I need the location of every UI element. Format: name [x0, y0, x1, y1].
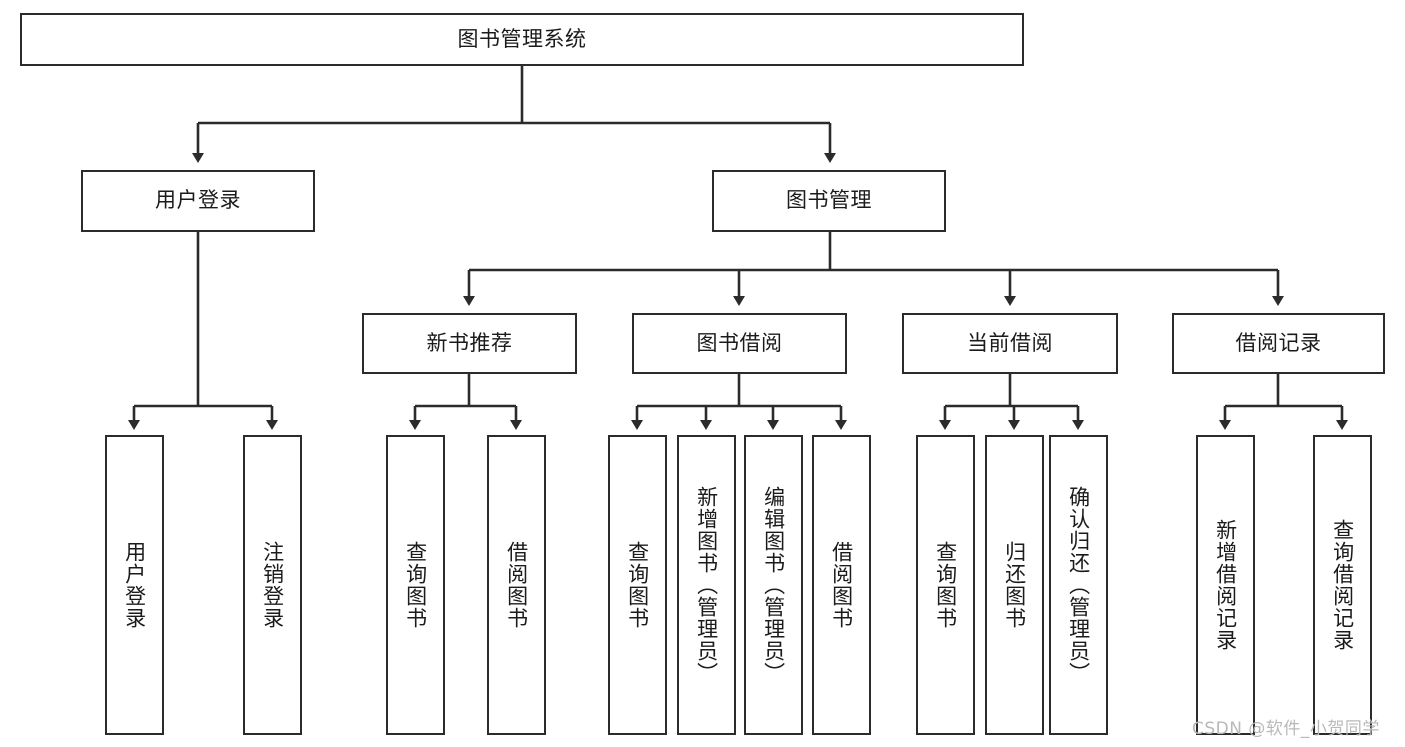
node-root[interactable]: 图书管理系统	[20, 13, 1024, 66]
leaf-confirm-return-admin-label: 确认归还（管理员）	[1066, 486, 1091, 684]
node-book-borrow[interactable]: 图书借阅	[632, 313, 847, 374]
leaf-add-book-admin-label: 新增图书（管理员）	[694, 486, 719, 684]
node-user-login[interactable]: 用户登录	[81, 170, 315, 232]
leaf-borrow-book-borrow[interactable]: 借阅图书	[812, 435, 871, 735]
leaf-logout-label: 注销登录	[260, 541, 285, 629]
leaf-logout[interactable]: 注销登录	[243, 435, 302, 735]
leaf-query-book-recommend-label: 查询图书	[403, 541, 428, 629]
leaf-query-book-borrow-label: 查询图书	[625, 541, 650, 629]
leaf-query-book-current-label: 查询图书	[933, 541, 958, 629]
leaf-query-book-borrow[interactable]: 查询图书	[608, 435, 667, 735]
node-book-management-label: 图书管理	[786, 188, 872, 213]
leaf-query-book-recommend[interactable]: 查询图书	[386, 435, 445, 735]
leaf-add-borrow-record-label: 新增借阅记录	[1213, 519, 1238, 651]
leaf-query-borrow-record-label: 查询借阅记录	[1330, 519, 1355, 651]
node-book-management[interactable]: 图书管理	[712, 170, 946, 232]
node-book-borrow-label: 图书借阅	[696, 330, 783, 355]
leaf-edit-book-admin-label: 编辑图书（管理员）	[761, 486, 786, 684]
leaf-query-book-current[interactable]: 查询图书	[916, 435, 975, 735]
leaf-return-book[interactable]: 归还图书	[985, 435, 1044, 735]
leaf-borrow-book-borrow-label: 借阅图书	[829, 541, 854, 629]
leaf-query-borrow-record[interactable]: 查询借阅记录	[1313, 435, 1372, 735]
node-user-login-label: 用户登录	[155, 188, 241, 213]
node-new-book-recommend-label: 新书推荐	[426, 330, 513, 355]
csdn-watermark: CSDN @软件_小贺同学	[1192, 719, 1380, 739]
leaf-user-login[interactable]: 用户登录	[105, 435, 164, 735]
leaf-add-borrow-record[interactable]: 新增借阅记录	[1196, 435, 1255, 735]
node-new-book-recommend[interactable]: 新书推荐	[362, 313, 577, 374]
node-borrow-record[interactable]: 借阅记录	[1172, 313, 1385, 374]
leaf-add-book-admin[interactable]: 新增图书（管理员）	[677, 435, 736, 735]
leaf-borrow-book-recommend[interactable]: 借阅图书	[487, 435, 546, 735]
node-current-borrow[interactable]: 当前借阅	[902, 313, 1118, 374]
leaf-borrow-book-recommend-label: 借阅图书	[504, 541, 529, 629]
node-root-label: 图书管理系统	[457, 26, 587, 51]
leaf-return-book-label: 归还图书	[1002, 541, 1027, 629]
node-current-borrow-label: 当前借阅	[967, 330, 1053, 355]
leaf-user-login-label: 用户登录	[122, 541, 147, 629]
leaf-confirm-return-admin[interactable]: 确认归还（管理员）	[1049, 435, 1108, 735]
node-borrow-record-label: 借阅记录	[1235, 330, 1322, 355]
leaf-edit-book-admin[interactable]: 编辑图书（管理员）	[744, 435, 803, 735]
